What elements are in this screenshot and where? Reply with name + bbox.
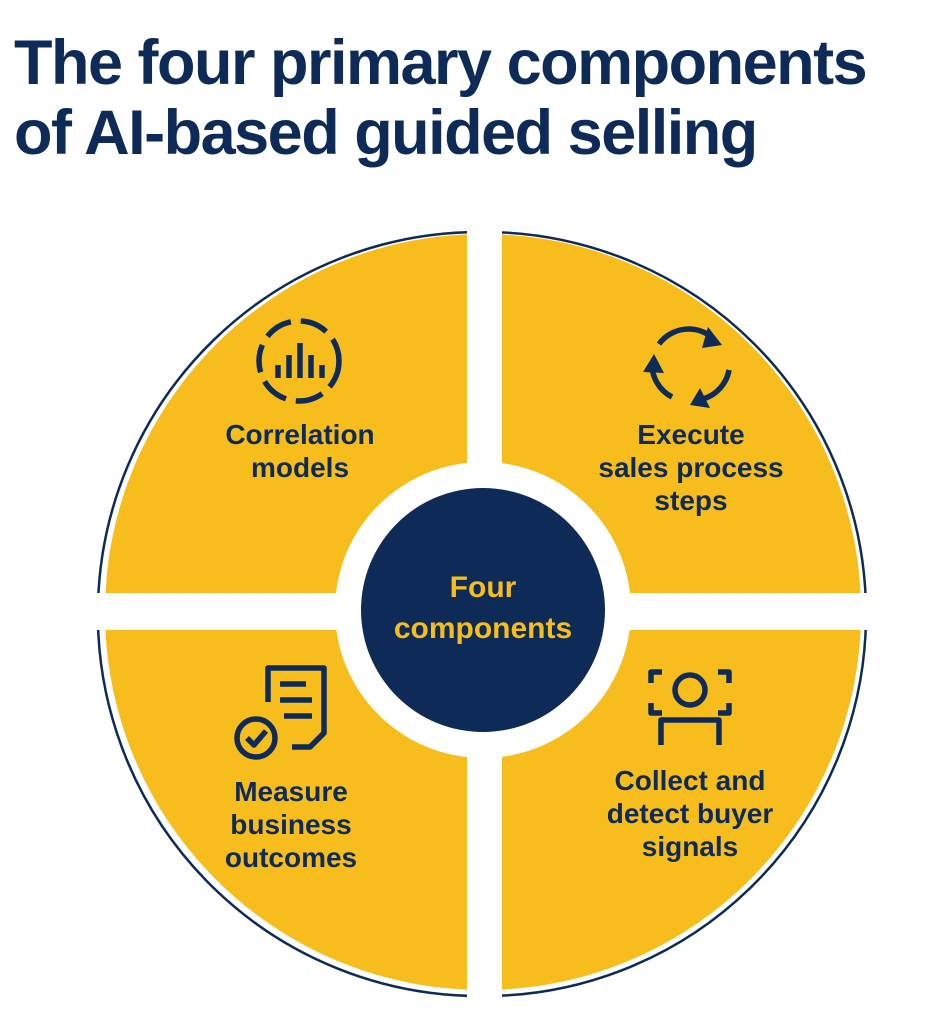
quadrant-execute-sales-process-steps: Execute sales process steps: [598, 419, 783, 516]
quadrant-label-line: Correlation: [225, 419, 374, 450]
quadrant-label-line: Measure: [234, 776, 348, 807]
document-checkmark-icon: [234, 665, 327, 760]
quadrant-label-line: signals: [642, 831, 738, 862]
page-title: The four primary components of AI-based …: [14, 28, 868, 168]
quadrant-label-line: Execute: [637, 419, 744, 450]
quadrant-label-line: detect buyer: [607, 798, 774, 829]
quadrant-collect-detect-buyer-signals: Collect and detect buyer signals: [607, 765, 774, 862]
center-label-line-1: Four: [450, 571, 517, 604]
quadrant-correlation-models: Correlation models: [225, 419, 374, 483]
dashed-circle-bar-chart-icon: [256, 318, 342, 404]
person-scan-frame-icon: [648, 669, 732, 745]
quadrant-label-line: steps: [654, 485, 727, 516]
title-line-2: of AI-based guided selling: [14, 98, 758, 168]
quadrant-measure-business-outcomes: Measure business outcomes: [225, 776, 357, 873]
center-label-line-2: components: [394, 612, 572, 645]
quadrant-label-line: sales process: [598, 452, 783, 483]
quadrant-label-line: models: [251, 452, 349, 483]
circular-arrows-cycle-icon: [643, 326, 732, 408]
quadrant-label-line: Collect and: [615, 765, 766, 796]
quadrant-label-line: business: [230, 809, 351, 840]
center-disc: [361, 488, 605, 732]
title-line-1: The four primary components: [14, 28, 868, 98]
quadrant-label-line: outcomes: [225, 842, 357, 873]
